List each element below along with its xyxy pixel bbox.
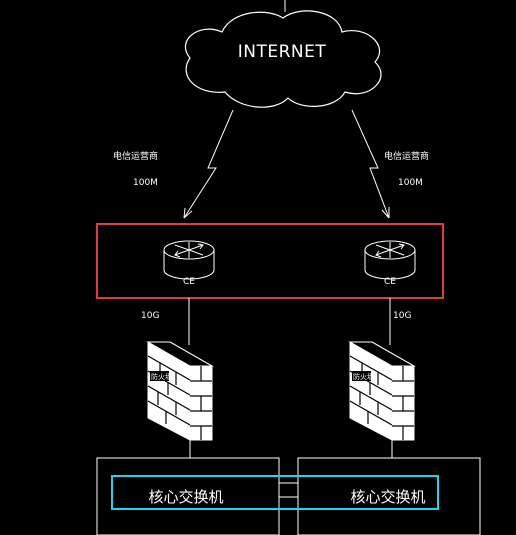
firewall-right: 防火墙 xyxy=(348,341,416,441)
router-left-label: CE xyxy=(183,277,195,287)
router-arrows-icon xyxy=(174,242,204,258)
internet-cloud: INTERNET xyxy=(184,0,382,108)
brick-pattern xyxy=(147,355,212,440)
router-right-label: CE xyxy=(384,277,396,287)
left-bandwidth-label: 100M xyxy=(133,178,158,188)
router-group-box xyxy=(96,223,444,299)
left-uplink-label: 10G xyxy=(141,311,159,321)
core-switch-left-label: 核心交换机 xyxy=(148,488,223,506)
wan-link-left xyxy=(183,109,234,219)
firewall-left: 防火墙 xyxy=(146,341,214,441)
firewall-left-label: 防火墙 xyxy=(151,372,172,381)
router-right: CE xyxy=(364,240,416,287)
right-bandwidth-label: 100M xyxy=(398,178,423,188)
router-arrows-icon xyxy=(375,242,405,258)
internet-label: INTERNET xyxy=(238,42,327,62)
right-carrier-label: 电信运营商 xyxy=(384,150,429,162)
left-carrier-label: 电信运营商 xyxy=(113,150,158,162)
right-uplink-label: 10G xyxy=(393,311,411,321)
core-switch-right-label: 核心交换机 xyxy=(350,488,425,506)
switch-group-box xyxy=(111,475,439,510)
wan-link-right xyxy=(351,109,390,219)
router-left: CE xyxy=(163,240,215,287)
firewall-right-label: 防火墙 xyxy=(353,372,374,381)
